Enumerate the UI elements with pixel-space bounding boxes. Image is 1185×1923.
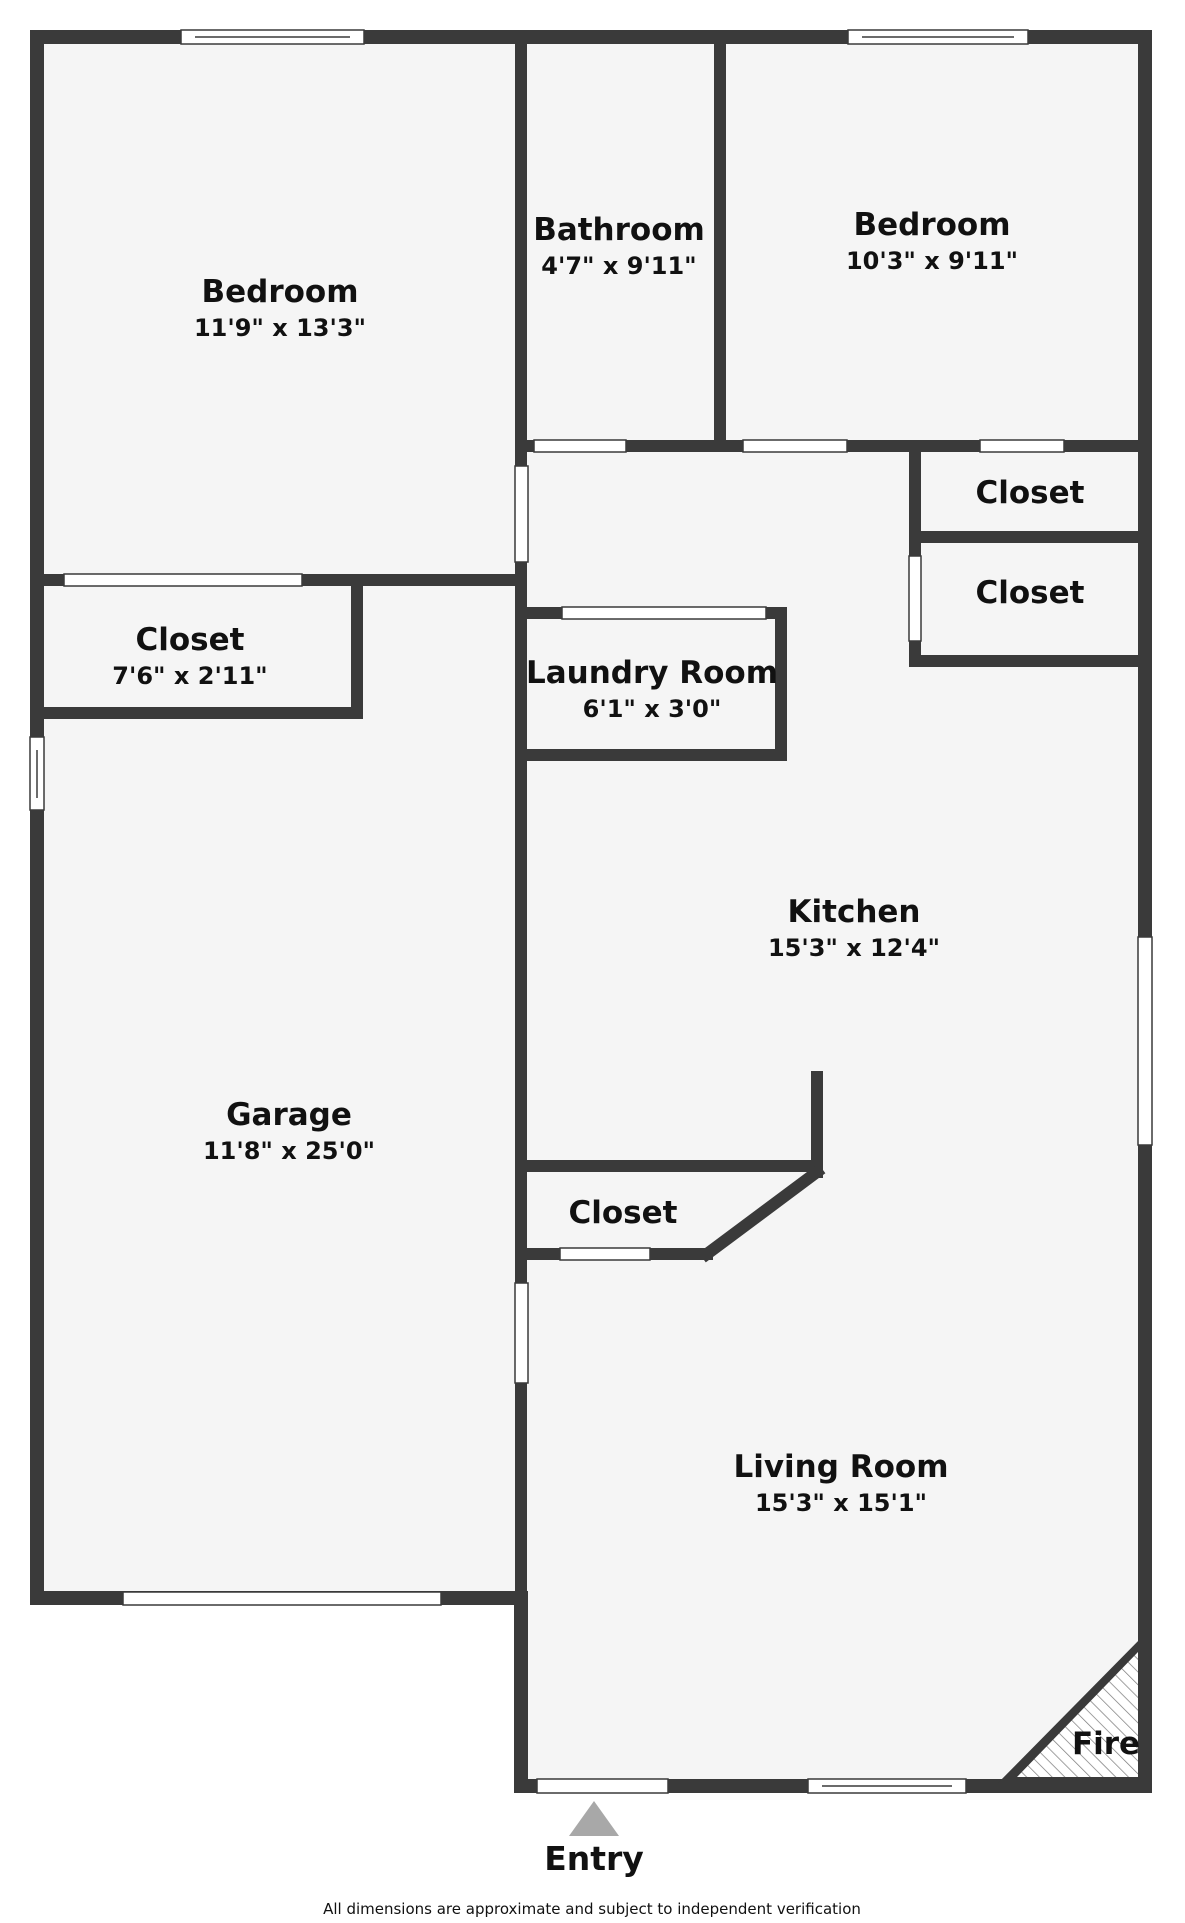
door-opening — [742, 439, 848, 453]
door-opening — [561, 606, 767, 620]
outside-gap — [30, 1598, 514, 1798]
kitchen-name: Kitchen — [787, 894, 920, 930]
entry-label: Entry — [544, 1839, 644, 1878]
closet-left-name: Closet — [136, 622, 245, 658]
laundry-name: Laundry Room — [526, 655, 778, 691]
closet-upper-name: Closet — [976, 475, 1085, 511]
door-opening — [979, 439, 1065, 453]
door-opening — [536, 1778, 669, 1794]
door-opening — [514, 1282, 529, 1384]
openings — [29, 29, 1153, 1794]
disclaimer: All dimensions are approximate and subje… — [323, 1900, 861, 1918]
laundry-dims: 6'1" x 3'0" — [583, 695, 722, 723]
bedroom-left-dims: 11'9" x 13'3" — [194, 314, 366, 342]
door-opening — [63, 573, 303, 587]
closet-middle-name: Closet — [569, 1195, 678, 1231]
garage-dims: 11'8" x 25'0" — [203, 1137, 375, 1165]
living-room-name: Living Room — [733, 1449, 948, 1485]
door-opening — [122, 1591, 442, 1606]
closet-lower-name: Closet — [976, 575, 1085, 611]
living-room-dims: 15'3" x 15'1" — [755, 1489, 927, 1517]
bathroom-name: Bathroom — [533, 212, 705, 248]
garage-name: Garage — [226, 1097, 352, 1133]
door-opening — [908, 555, 922, 642]
door-opening — [559, 1247, 651, 1261]
bedroom-right-name: Bedroom — [853, 207, 1010, 243]
bathroom-dims: 4'7" x 9'11" — [541, 252, 696, 280]
floor-area — [38, 38, 1143, 1786]
closet-left-dims: 7'6" x 2'11" — [112, 662, 267, 690]
kitchen-dims: 15'3" x 12'4" — [768, 934, 940, 962]
fireplace-label: Fire — [1072, 1726, 1140, 1762]
bedroom-right-dims: 10'3" x 9'11" — [846, 247, 1018, 275]
entry-arrow-icon — [569, 1801, 619, 1836]
door-opening — [514, 465, 529, 563]
fireplace-hatch — [1017, 1652, 1138, 1777]
door-opening — [533, 439, 627, 453]
bedroom-left-name: Bedroom — [201, 274, 358, 310]
window — [1137, 936, 1153, 1146]
